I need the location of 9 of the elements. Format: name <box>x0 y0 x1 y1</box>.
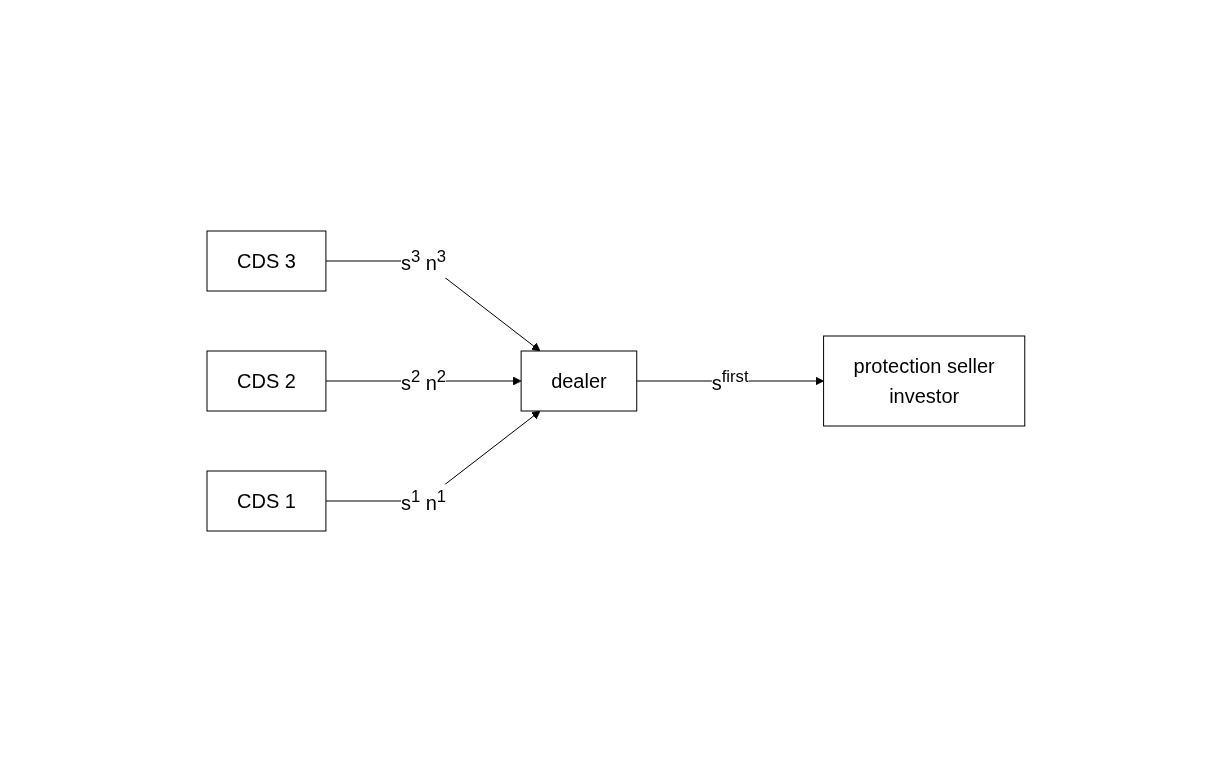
node-box: CDS 1 <box>206 470 326 531</box>
node-box: CDS 3 <box>206 230 326 291</box>
node-box: dealer <box>520 350 637 411</box>
edge-label: s$^{1}$ n$^{1}$ <box>400 486 446 514</box>
node-box: protection seller investor <box>822 335 1025 426</box>
edge-label: s$^{first}$ <box>711 366 749 394</box>
edge-label: s$^{3}$ n$^{3}$ <box>400 246 446 274</box>
edge-label: s$^{2}$ n$^{2}$ <box>400 366 446 394</box>
node-box: CDS 2 <box>206 350 326 411</box>
